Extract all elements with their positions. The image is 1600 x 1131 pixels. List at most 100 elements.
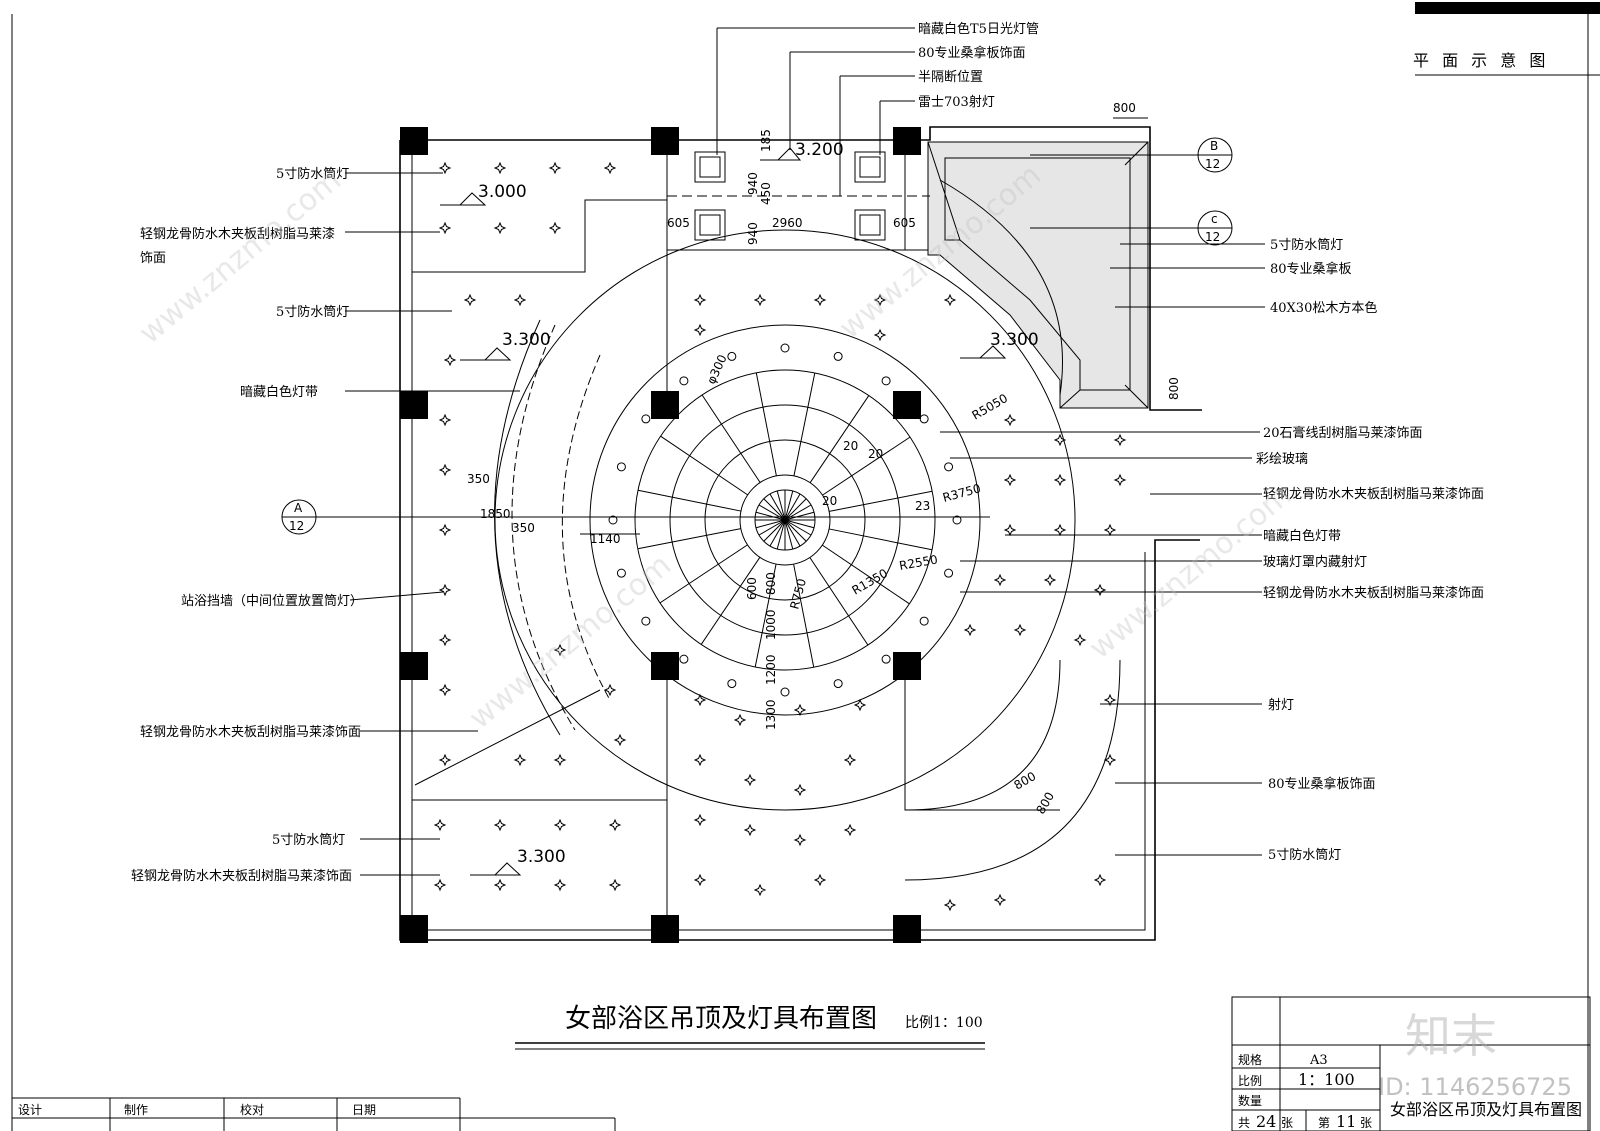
- light-strip-curve-2: [561, 354, 611, 701]
- center-ray: [776, 519, 786, 550]
- downlight-point: [493, 221, 507, 235]
- ring-spotlight: [608, 515, 618, 525]
- arc-outer: [904, 659, 1121, 881]
- spoke-line: [809, 557, 869, 646]
- downlight-point: [1003, 473, 1017, 487]
- arc-sauna: [939, 179, 1063, 396]
- downlight-point: [733, 713, 747, 727]
- section-mark-a: A 12: [281, 499, 990, 535]
- svg-text:制作: 制作: [124, 1103, 148, 1117]
- downlight-point: [993, 573, 1007, 587]
- center-ray: [755, 511, 786, 521]
- spoke-line: [829, 528, 933, 551]
- svg-text:比例: 比例: [1238, 1074, 1262, 1088]
- ring-spotlight: [944, 568, 954, 578]
- dim-800-d: 800: [1012, 769, 1039, 793]
- downlight-point: [813, 873, 827, 887]
- svg-text:张: 张: [1281, 1116, 1293, 1130]
- dim-20-c: 20: [822, 494, 837, 508]
- spoke-line: [809, 395, 870, 483]
- svg-text:B: B: [1210, 139, 1218, 153]
- level-marker: 3.000: [440, 182, 527, 206]
- label-sauna-finish: 80专业桑拿板饰面: [918, 45, 1026, 61]
- downlight-point: [743, 773, 757, 787]
- center-ray: [784, 519, 801, 547]
- dim-605-a: 605: [667, 216, 690, 230]
- downlight-point: [1113, 473, 1127, 487]
- ring-spotlight: [727, 351, 737, 361]
- downlight-point: [613, 733, 627, 747]
- downlight-point: [603, 683, 617, 697]
- ring-spotlight: [780, 687, 790, 697]
- downlight-point: [603, 161, 617, 175]
- downlight-point: [753, 883, 767, 897]
- spoke-line: [822, 544, 910, 605]
- spoke-line: [637, 528, 741, 550]
- leader-lines: [345, 27, 1265, 876]
- downlight-point: [793, 783, 807, 797]
- center-ray: [769, 519, 786, 547]
- svg-text:12: 12: [1205, 230, 1220, 244]
- downlight-point: [943, 898, 957, 912]
- dim-800-c: 800: [764, 572, 778, 595]
- label-right-strip: 暗藏白色灯带: [1263, 528, 1341, 544]
- label-right-ceiling-2: 轻钢龙骨防水木夹板刮树脂马莱漆饰面: [1263, 585, 1484, 601]
- label-t5-tube: 暗藏白色T5日光灯管: [918, 21, 1039, 37]
- ring-spotlight: [679, 376, 689, 386]
- watermark-site-4: www.znzmo.com: [1083, 478, 1298, 667]
- outer-wall-top: [400, 126, 1202, 411]
- inner-wall-line: [411, 140, 1146, 931]
- downlight-point: [693, 293, 707, 307]
- downlight-point: [493, 878, 507, 892]
- dim-800-right: 800: [1167, 377, 1181, 400]
- svg-text:12: 12: [289, 519, 304, 533]
- dim-phi300: φ300: [704, 352, 730, 386]
- downlight-point: [693, 693, 707, 707]
- label-ceiling-finish-2: 轻钢龙骨防水木夹板刮树脂马莱漆饰面: [140, 724, 361, 740]
- downlight-point: [843, 753, 857, 767]
- downlight-point: [438, 413, 452, 427]
- ring-spotlight: [944, 462, 954, 472]
- dim-23: 23: [915, 499, 930, 513]
- downlight-point: [438, 161, 452, 175]
- center-ray: [763, 519, 786, 542]
- label-right-glass: 彩绘玻璃: [1256, 452, 1308, 467]
- dim-1300: 1300: [764, 699, 778, 730]
- spoke-line: [755, 372, 777, 476]
- dim-20-b: 20: [868, 447, 883, 461]
- label-right-sauna: 80专业桑拿板: [1270, 261, 1352, 277]
- ring-spotlight: [881, 376, 891, 386]
- center-ray: [769, 493, 786, 521]
- watermark-site-3: www.znzmo.com: [463, 548, 678, 737]
- ring-spotlight: [780, 343, 790, 353]
- svg-text:张: 张: [1360, 1116, 1372, 1130]
- downlight-point: [548, 221, 562, 235]
- downlight-point: [873, 293, 887, 307]
- label-shower-wall: 站浴挡墙（中间位置放置筒灯）: [181, 593, 363, 609]
- dim-r3750: R3750: [941, 481, 982, 505]
- dim-1140: 1140: [590, 532, 621, 546]
- downlight-point: [693, 323, 707, 337]
- downlight-point: [438, 221, 452, 235]
- dim-1200: 1200: [764, 654, 778, 685]
- center-ray: [784, 490, 794, 521]
- center-ray: [784, 511, 815, 521]
- downlight-point: [993, 893, 1007, 907]
- svg-text:3.300: 3.300: [517, 847, 566, 867]
- ring-spotlight: [616, 568, 626, 578]
- downlight-grid: [433, 161, 1127, 912]
- room-division-1: [412, 199, 667, 273]
- downlight-point: [463, 293, 477, 307]
- ring-spotlight: [727, 679, 737, 689]
- downlight-point: [1053, 473, 1067, 487]
- label-right-pine: 40X30松木方本色: [1270, 300, 1377, 316]
- svg-text:3.300: 3.300: [502, 330, 551, 350]
- dim-600: 600: [745, 577, 759, 600]
- arc-inner: [904, 659, 1061, 811]
- svg-text:共: 共: [1238, 1116, 1250, 1130]
- downlight-point: [513, 753, 527, 767]
- ring-spotlight: [641, 414, 651, 424]
- downlight-point: [553, 818, 567, 832]
- svg-text:A: A: [294, 501, 303, 515]
